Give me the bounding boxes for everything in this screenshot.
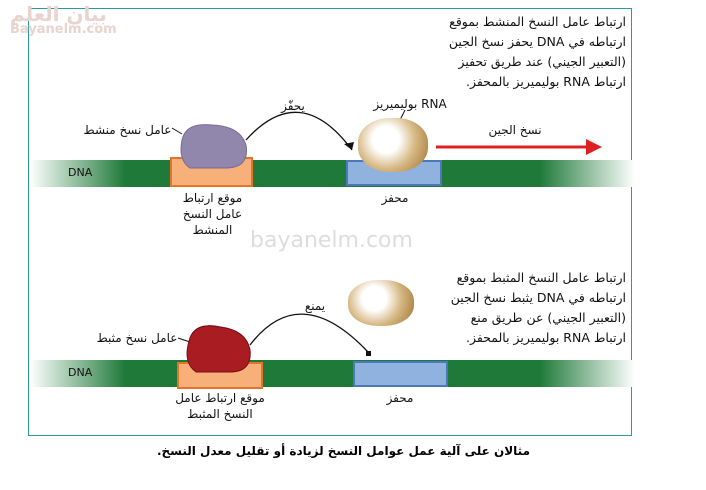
rna-polymerase-top	[358, 118, 428, 172]
repressor-pointer	[177, 337, 191, 343]
stimulate-arrow	[245, 111, 353, 151]
transcription-label: نسخ الجين	[488, 123, 542, 137]
activator-pointer	[171, 127, 183, 135]
figure-frame	[28, 8, 632, 436]
rna-polymerase-bottom	[348, 280, 414, 326]
dna-label-top: DNA	[68, 166, 93, 179]
transcription-arrowhead	[586, 139, 602, 155]
repressor-site-label: موقع ارتباط عامل النسخ المثبط	[175, 391, 265, 421]
polymerase-label: RNA بوليميريز	[373, 97, 447, 111]
inhibit-arrow	[249, 313, 369, 353]
logo-arabic: بيان العلم	[10, 2, 107, 26]
stimulate-arrowhead	[344, 142, 354, 150]
dna-label-bottom: DNA	[68, 366, 93, 379]
promoter-label-top: محفز	[381, 191, 409, 205]
figure-caption: مثالان على آلية عمل عوامل النسخ لزيادة أ…	[156, 444, 530, 458]
repressor-label: عامل نسخ مثبط	[96, 331, 178, 345]
top-description: ارتباط عامل النسخ المنشط بموقع ارتباطه ف…	[448, 14, 626, 89]
inhibit-block-icon	[366, 351, 371, 356]
promoter-bottom	[353, 361, 448, 387]
activator-blob	[180, 124, 248, 169]
watermark: bayanelm.com	[250, 228, 413, 253]
activator-site-label: موقع ارتباط عامل النسخ المنشط	[182, 191, 243, 237]
stimulate-label: يحفّز	[281, 99, 305, 113]
dna-strand-top	[30, 160, 635, 187]
inhibit-label: يمنع	[304, 299, 326, 313]
repressor-blob-front	[186, 325, 251, 373]
promoter-label-bottom: محفز	[386, 391, 414, 405]
activator-label: عامل نسخ منشط	[83, 123, 172, 137]
bottom-description: ارتباط عامل النسخ المثبط بموقع ارتباطه ف…	[450, 270, 626, 345]
logo-latin: Bayanelm.com	[10, 22, 117, 37]
dna-strand-bottom	[30, 360, 635, 387]
